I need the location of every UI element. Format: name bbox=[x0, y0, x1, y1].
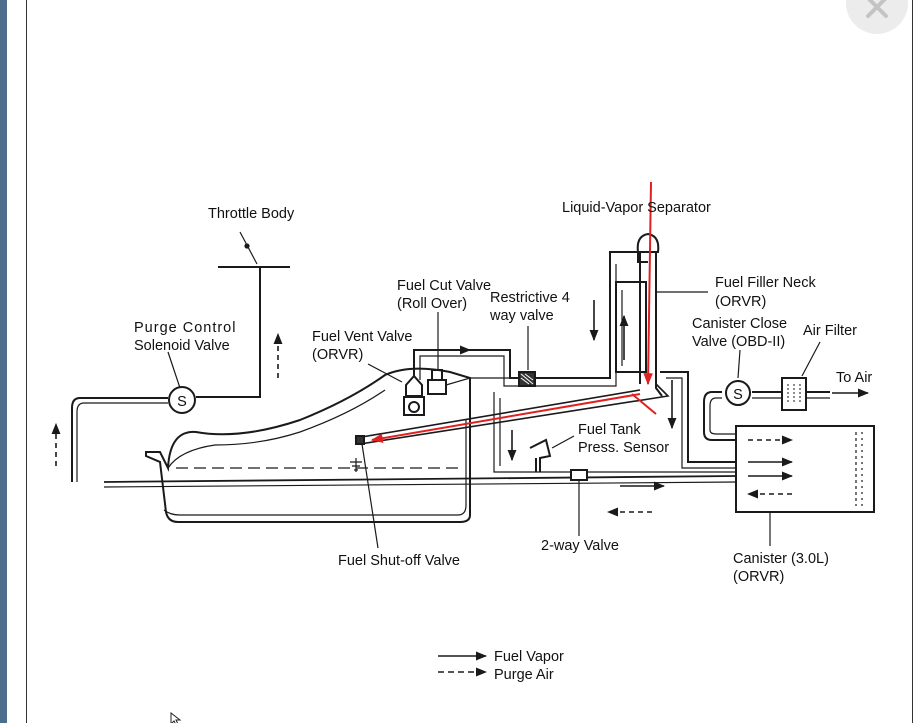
label-restrictive-valve-2: way valve bbox=[489, 308, 554, 324]
label-purge-control-2: Solenoid Valve bbox=[134, 338, 230, 354]
pressure-sensor-leader bbox=[551, 435, 575, 449]
purge-solenoid-s: S bbox=[177, 394, 187, 410]
throttle-body-pipe bbox=[196, 266, 290, 398]
label-press-sensor: Press. Sensor bbox=[578, 440, 669, 456]
label-purge-control: Purge Control bbox=[134, 320, 236, 336]
label-restrictive-valve: Restrictive 4 bbox=[490, 290, 570, 306]
restrictive-valve-hatch bbox=[520, 373, 534, 385]
label-to-air: To Air bbox=[836, 370, 872, 386]
close-valve-line bbox=[703, 391, 736, 441]
close-valve-leader bbox=[737, 349, 741, 379]
window-edge bbox=[0, 0, 7, 723]
purge-line-left bbox=[71, 397, 168, 482]
canister-line-upper-2 bbox=[666, 377, 736, 469]
purge-control-leader bbox=[167, 351, 181, 389]
label-two-way-valve: 2-way Valve bbox=[541, 538, 619, 554]
fuel-tank-pressure-sensor bbox=[529, 438, 552, 472]
label-canister-orvr: (ORVR) bbox=[733, 569, 784, 585]
liquid-vapor-separator bbox=[609, 251, 648, 263]
throttle-leader-dot bbox=[244, 243, 250, 249]
vapor-return-line bbox=[103, 475, 737, 483]
legend-label-purge-air: Purge Air bbox=[494, 667, 554, 683]
vent-valve-top bbox=[405, 374, 423, 397]
diagram-frame bbox=[26, 0, 913, 723]
purge-line-left-inner bbox=[76, 402, 168, 482]
canister-close-valve-symbol bbox=[725, 380, 751, 406]
canister bbox=[735, 425, 875, 513]
air-filter-media bbox=[787, 384, 801, 404]
filler-cap bbox=[636, 232, 660, 253]
label-fuel-filler-neck-orvr: (ORVR) bbox=[715, 294, 766, 310]
fuel-tank-bottom bbox=[163, 420, 467, 516]
fuel-vent-valve-port bbox=[408, 401, 420, 413]
label-fuel-vent-valve: Fuel Vent Valve bbox=[312, 329, 413, 345]
air-filter bbox=[781, 377, 807, 411]
label-fuel-vent-valve-orvr: (ORVR) bbox=[312, 347, 363, 363]
shutoff-valve-leader bbox=[361, 443, 379, 549]
label-canister: Canister (3.0L) bbox=[733, 551, 829, 567]
filler-neck bbox=[639, 252, 663, 397]
red-arrow-down bbox=[643, 181, 653, 386]
fuel-tank-outline bbox=[145, 367, 471, 523]
fuel-cut-valve-top bbox=[431, 369, 443, 380]
canister-close-valve-s: S bbox=[733, 387, 743, 403]
label-canister-close-valve-2: Valve (OBD-II) bbox=[692, 334, 785, 350]
label-canister-close-valve: Canister Close bbox=[692, 316, 787, 332]
two-way-valve bbox=[570, 469, 588, 481]
label-fuel-filler-neck: Fuel Filler Neck bbox=[715, 275, 816, 291]
label-fuel-tank: Fuel Tank bbox=[578, 422, 641, 438]
vapor-return-line-2 bbox=[103, 481, 737, 488]
label-fuel-shutoff-valve: Fuel Shut-off Valve bbox=[338, 553, 460, 569]
vent-line-low bbox=[445, 377, 530, 386]
air-filter-leader bbox=[801, 341, 821, 377]
fuel-shutoff-valve bbox=[355, 435, 365, 445]
label-throttle-body: Throttle Body bbox=[208, 206, 295, 222]
label-fuel-cut-valve-rollover: (Roll Over) bbox=[397, 296, 467, 312]
fuel-level-mark bbox=[350, 458, 362, 472]
label-air-filter: Air Filter bbox=[803, 323, 857, 339]
label-fuel-cut-valve: Fuel Cut Valve bbox=[397, 278, 491, 294]
red-arrow-diagonal bbox=[370, 393, 641, 443]
purge-solenoid-symbol bbox=[168, 386, 196, 414]
legend-label-fuel-vapor: Fuel Vapor bbox=[494, 649, 564, 665]
mouse-cursor-icon bbox=[170, 712, 182, 723]
canister-line-upper bbox=[660, 371, 736, 463]
red-cross-line bbox=[631, 393, 657, 415]
fuel-vent-valve-leader bbox=[367, 363, 403, 383]
separator-body bbox=[615, 281, 647, 373]
close-valve-line-2 bbox=[709, 397, 736, 435]
fuel-tank-inner bbox=[167, 389, 386, 469]
fuel-cut-valve bbox=[427, 379, 447, 395]
close-icon bbox=[866, 0, 888, 18]
label-liquid-vapor-separator: Liquid-Vapor Separator bbox=[562, 200, 711, 216]
vent-line-top bbox=[413, 258, 611, 379]
